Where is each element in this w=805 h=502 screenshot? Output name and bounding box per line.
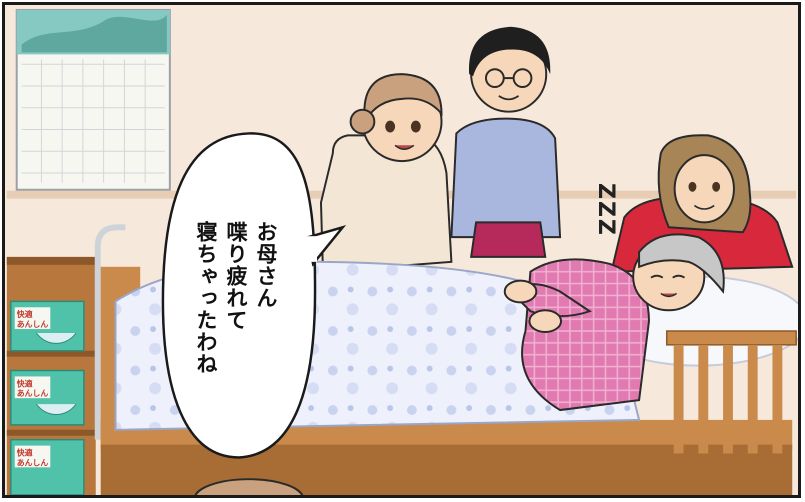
speech-line-3: 寝ちゃったわね	[194, 221, 218, 375]
pack-label-1: 快適	[17, 447, 33, 457]
pack-label-1: 快適	[17, 378, 33, 388]
wall-calendar	[15, 8, 171, 191]
sleep-sound-effect: ZZZ	[593, 183, 618, 237]
pack-label-2: あんしん	[17, 320, 49, 329]
grandmother-sleeping	[503, 233, 725, 412]
pack-label-2: あんしん	[17, 389, 49, 398]
speech-bubble-text: お母さん 喋り疲れて 寝ちゃったわね	[191, 221, 281, 375]
pack-label-1: 快適	[17, 309, 33, 319]
speech-line-1: お母さん	[254, 221, 278, 309]
woman-beige-sweater	[319, 73, 453, 273]
diaper-package: 快適 あんしん	[10, 438, 85, 495]
diaper-package: 快適 あんしん	[10, 369, 85, 426]
woman-red-sweater	[610, 134, 794, 273]
foreground-head	[194, 478, 304, 495]
diaper-package: 快適 あんしん	[10, 300, 85, 352]
speech-line-2: 喋り疲れて	[224, 221, 248, 331]
pack-label-2: あんしん	[17, 458, 49, 467]
bedroom-scene: 快適 あんしん 快適 あんしん 快適 あんしん	[6, 5, 798, 495]
bed-side-rail	[666, 330, 797, 454]
woman-with-glasses	[450, 26, 562, 258]
